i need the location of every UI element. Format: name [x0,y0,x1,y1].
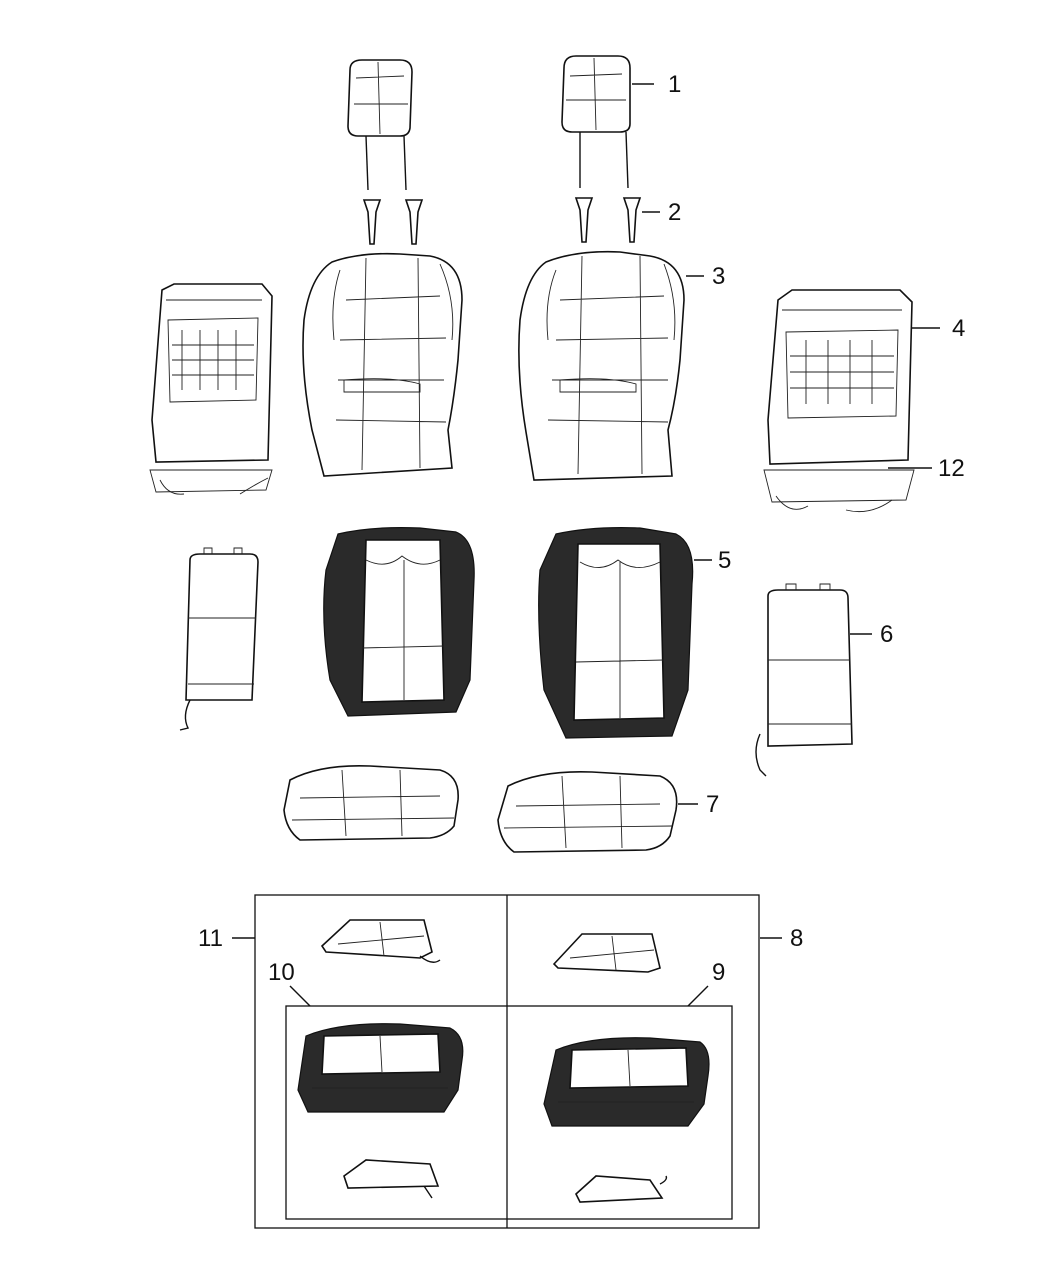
callout-5: 5 [718,547,731,574]
seat-cushion-foam-right[interactable] [543,1037,710,1127]
seatback-heater-left[interactable] [179,547,259,731]
seatback-foam-left[interactable] [323,527,475,717]
callout-12: 12 [938,455,965,482]
callout-6: 6 [880,621,893,648]
seat-cushion-cover-left[interactable] [283,764,459,841]
seatback-foam-right[interactable] [538,527,694,739]
callout-3: 3 [712,263,725,290]
callout-9: 9 [712,959,725,986]
callout-7: 7 [706,791,719,818]
callout-11: 11 [198,925,223,952]
kit-box-outer [254,894,760,1229]
occupant-sensor-right[interactable] [575,1175,668,1203]
callout-2: 2 [668,199,681,226]
leader-lines [232,83,940,1007]
headrest-guides-left[interactable] [362,199,424,245]
seatback-cover-left[interactable] [302,252,463,477]
callout-4: 4 [952,315,965,342]
callout-1: 1 [668,71,681,98]
seat-cushion-foam-left[interactable] [297,1023,464,1113]
occupant-sensor-left[interactable] [343,1159,440,1199]
seatback-cover-right[interactable] [518,250,685,481]
seat-heater-pad-left[interactable] [320,919,441,963]
callout-8: 8 [790,925,803,952]
seatback-frame-right[interactable] [763,289,915,513]
headrest-right[interactable] [561,55,631,189]
seatback-frame-left[interactable] [149,283,273,495]
headrest-guides-right[interactable] [574,197,642,243]
callout-10: 10 [268,959,295,986]
seat-heater-pad-right[interactable] [552,933,661,973]
headrest-left[interactable] [347,59,413,191]
seatback-heater-right[interactable] [755,583,853,777]
seat-cushion-cover-right[interactable] [497,770,678,853]
